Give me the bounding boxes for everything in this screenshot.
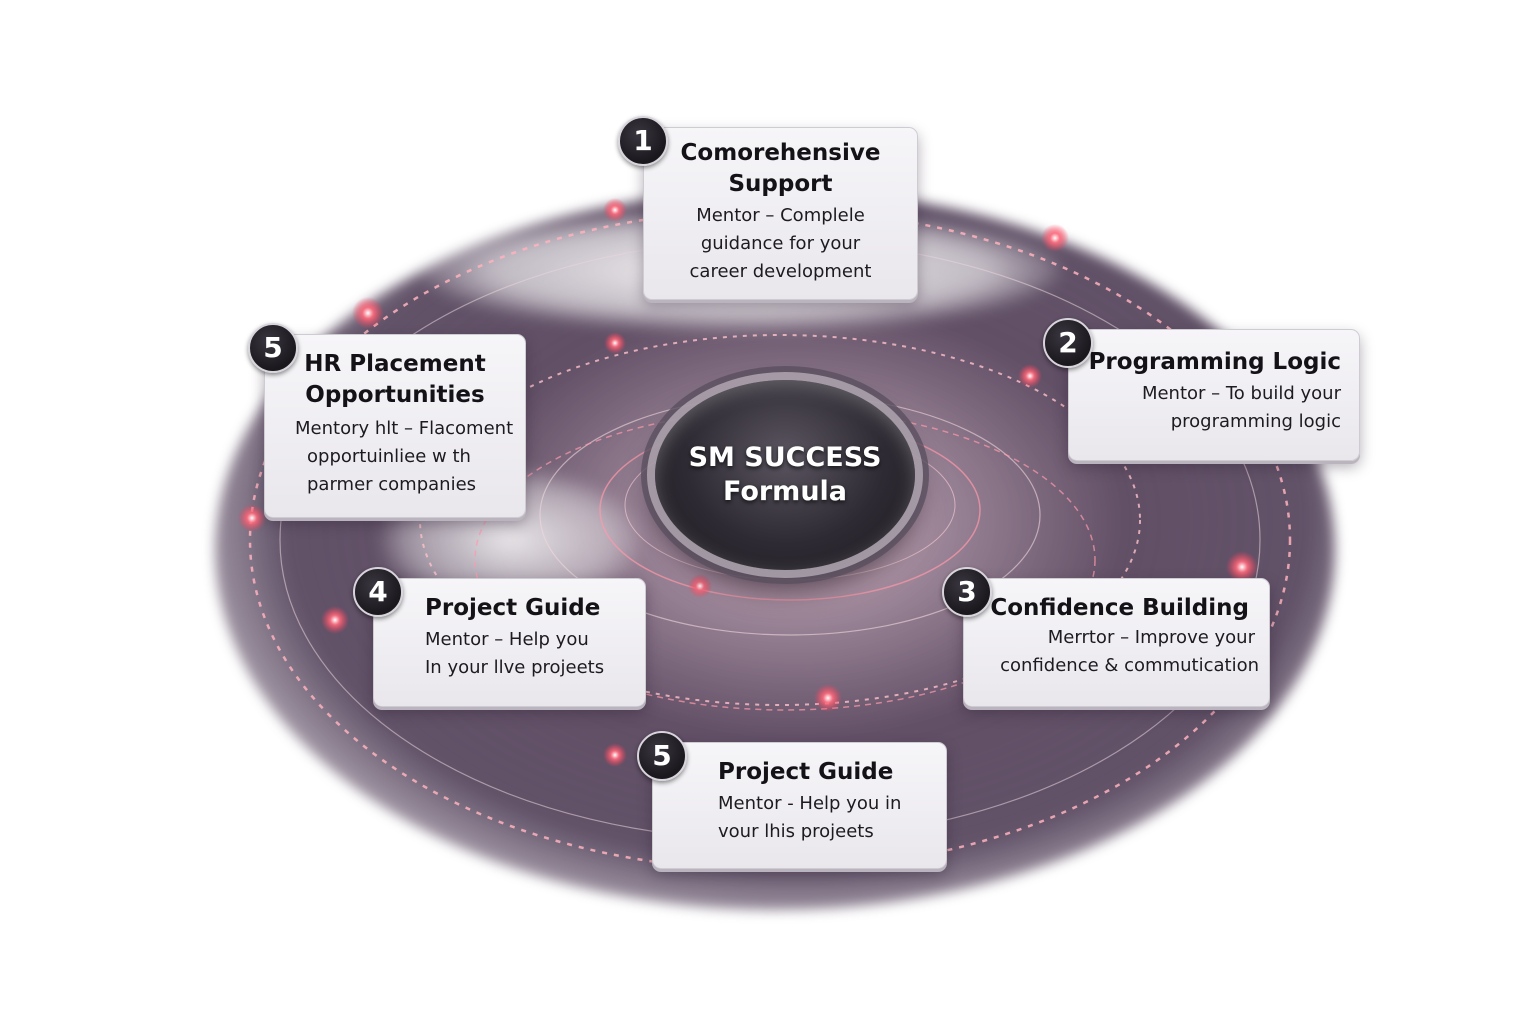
card-title: HR Placement xyxy=(304,351,486,377)
hub-title-line1: SM SUCCESS xyxy=(688,442,882,473)
card-title: Project Guide xyxy=(718,759,894,785)
card-description: Mentor - Help you in xyxy=(718,793,902,814)
card-title: Project Guide xyxy=(425,595,601,621)
step-2-badge: 2 xyxy=(1043,318,1093,368)
card-description: programming logic xyxy=(1170,411,1341,432)
card-description: Mentory hlt – Flacoment xyxy=(295,418,514,439)
card-description: confidence & commutication xyxy=(1000,655,1259,676)
step-card-comprehensive-support[interactable]: Comorehensive Support Mentor – Complele … xyxy=(643,127,918,300)
step-3-badge: 3 xyxy=(942,567,992,617)
card-description: Mentor – To build your xyxy=(1141,383,1341,404)
card-title: Support xyxy=(728,171,833,197)
card-description: Merrtor – Improve your xyxy=(1047,627,1255,648)
card-title: Opportunities xyxy=(305,382,485,408)
card-description: parmer companies xyxy=(307,474,477,495)
step-card-programming-logic[interactable]: Programming Logic Mentor – To build your… xyxy=(1068,329,1360,461)
card-description: career development xyxy=(689,261,872,282)
step-card-project-guide-5[interactable]: Project Guide Mentor - Help you in vour … xyxy=(652,742,947,869)
card-description: In your llve projeets xyxy=(425,657,605,678)
step-card-project-guide-4[interactable]: Project Guide Mentor – Help you In your … xyxy=(373,578,646,707)
card-description: vour lhis projeets xyxy=(718,821,874,842)
step-5-badge-bottom: 5 xyxy=(637,731,687,781)
card-description: opportuinliee w th xyxy=(307,446,471,467)
card-title: Confidence Building xyxy=(990,595,1249,621)
card-title: Comorehensive xyxy=(680,140,881,166)
step-5-badge-left: 5 xyxy=(248,323,298,373)
step-card-hr-placement[interactable]: HR Placement Opportunities Mentory hlt –… xyxy=(264,334,526,518)
success-formula-hub[interactable]: SM SUCCESS Formula xyxy=(655,380,915,570)
step-card-confidence-building[interactable]: Confidence Building Merrtor – Improve yo… xyxy=(963,578,1270,707)
card-title: Programming Logic xyxy=(1088,349,1341,375)
card-description: Mentor – Help you xyxy=(425,629,589,650)
step-1-badge: 1 xyxy=(618,116,668,166)
step-4-badge: 4 xyxy=(353,567,403,617)
hub-title-line2: Formula xyxy=(722,476,848,507)
card-description: guidance for your xyxy=(700,233,861,254)
card-description: Mentor – Complele xyxy=(696,205,865,226)
